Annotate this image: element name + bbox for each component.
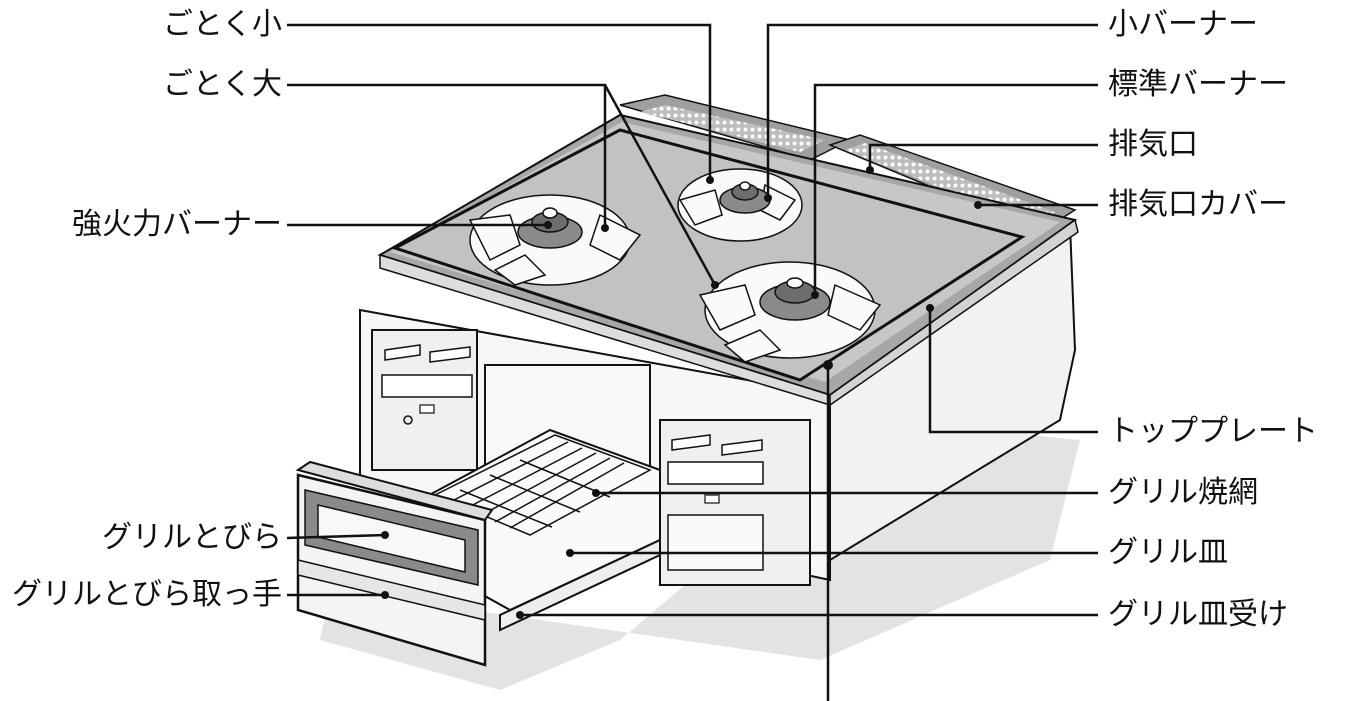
label-exhaust-port: 排気口 xyxy=(1108,127,1198,162)
label-top-plate: トッププレート xyxy=(1108,414,1318,449)
leader-dots xyxy=(381,166,982,619)
small-burner xyxy=(677,168,803,242)
label-small-burner: 小バーナー xyxy=(1108,7,1258,42)
grill-net xyxy=(433,434,652,536)
label-grill-pan-holder: グリル皿受け xyxy=(1108,597,1288,632)
left-control-panel xyxy=(371,329,478,471)
label-gotoku-large: ごとく大 xyxy=(162,67,282,102)
label-grill-door: グリルとびら xyxy=(102,520,282,555)
label-gotoku-small: ごとく小 xyxy=(162,7,282,42)
leader-lines xyxy=(286,23,1098,701)
label-exhaust-port-cover: 排気口カバー xyxy=(1108,187,1288,222)
grill-door xyxy=(295,460,494,667)
label-grill-pan: グリル皿 xyxy=(1108,535,1228,570)
label-standard-burner: 標準バーナー xyxy=(1108,67,1288,102)
label-grill-net: グリル焼網 xyxy=(1108,475,1258,510)
label-grill-door-handle: グリルとびら取っ手 xyxy=(12,577,282,612)
right-control-panel xyxy=(659,419,811,586)
label-high-power-burner: 強火力バーナー xyxy=(72,207,282,242)
